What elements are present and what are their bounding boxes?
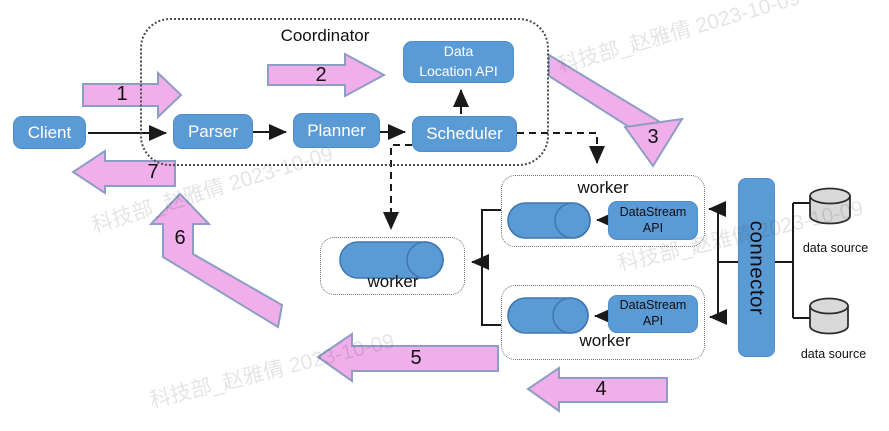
data-location-api-node: Data Location API (403, 41, 514, 83)
flow-step-5: 5 (410, 347, 422, 369)
flow-arrow-3-head-down (623, 117, 684, 168)
middle-worker-box (320, 237, 465, 295)
middle-worker-label: worker (367, 272, 419, 291)
data-source-bottom-label: data source (800, 347, 867, 361)
dashed-scheduler-to-worker1 (517, 132, 605, 164)
flow-step-7: 7 (147, 161, 159, 183)
flow-step-6: 6 (174, 227, 186, 249)
worker1-datastream-api-node: DataStream API (608, 201, 698, 240)
flow-arrow-5-left (316, 332, 499, 383)
worker2-datastream-api-node: DataStream API (608, 295, 698, 333)
flow-step-4: 4 (595, 378, 607, 400)
flow-step-2: 2 (315, 64, 327, 86)
middle-worker-capsule-end (406, 241, 444, 279)
worker2-capsule-end (552, 297, 589, 334)
line-connector-to-datasources (775, 202, 810, 319)
worker2-box (501, 285, 705, 360)
flow-arrow-1-right (82, 70, 183, 120)
flow-arrow-4-left (526, 366, 668, 413)
datastream-api-line1: DataStream (619, 204, 687, 219)
worker1-label: worker (577, 178, 629, 197)
data-source-cylinder-top-lid (809, 187, 851, 205)
line-worker1-worker2-join (481, 209, 501, 326)
worker1-capsule-end (554, 202, 591, 239)
flow-arrow-7-left (71, 149, 176, 195)
data-source-cylinder-bottom-lid (809, 297, 849, 315)
coordinator-container (140, 18, 549, 166)
planner-node: Planner (293, 113, 380, 148)
datastream-api-line1: DataStream (619, 298, 687, 313)
scheduler-node: Scheduler (412, 116, 517, 152)
worker2-label: worker (579, 331, 631, 350)
parser-node: Parser (173, 114, 253, 149)
worker1-box (501, 175, 705, 247)
line-connector-left-stub (717, 208, 738, 318)
connector-node: connector (738, 178, 775, 357)
data-location-api-line1: Data (443, 43, 474, 60)
flow-step-3: 3 (647, 126, 659, 148)
flow-step-1: 1 (116, 83, 128, 105)
data-source-top-label: data source (802, 241, 869, 255)
dashed-scheduler-to-middle-worker (383, 144, 412, 230)
datastream-api-line2: API (642, 220, 664, 235)
flow-arrow-2-right (267, 52, 387, 98)
flow-arrow-6-bent-up (148, 192, 284, 329)
data-location-api-line2: Location API (419, 63, 498, 79)
coordinator-label: Coordinator (280, 26, 370, 45)
datastream-api-line2: API (642, 314, 664, 328)
connector-label: connector (745, 220, 769, 315)
client-node: Client (13, 116, 86, 149)
